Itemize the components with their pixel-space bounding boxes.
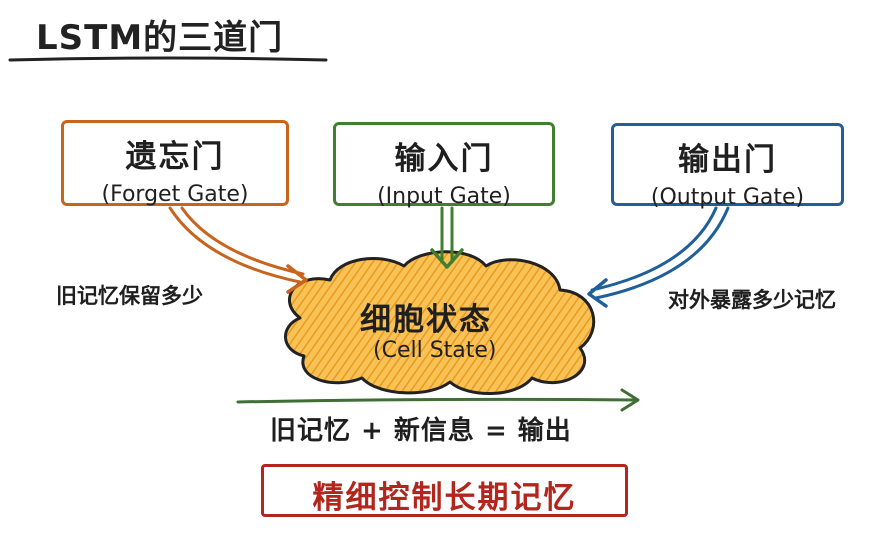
output-effect-label: 对外暴露多少记忆	[668, 288, 836, 312]
forget-gate-subtitle: (Forget Gate)	[101, 182, 249, 207]
formula-text: 旧记忆 + 新信息 = 输出	[270, 416, 572, 446]
cell-state-cloud	[284, 250, 596, 395]
output-gate-title: 输出门	[678, 142, 777, 178]
input-gate-subtitle: (Input Gate)	[377, 184, 511, 209]
forget-effect-label: 旧记忆保留多少	[56, 284, 203, 308]
forget-arrow	[168, 206, 308, 294]
output-gate-box: 输出门 (Output Gate)	[611, 123, 844, 210]
title-underline	[8, 56, 328, 62]
output-arrow	[587, 206, 730, 308]
cell-state-subtitle: (Cell State)	[373, 338, 497, 363]
input-arrow	[430, 206, 464, 269]
diagram-title: LSTM的三道门	[36, 18, 284, 58]
output-gate-subtitle: (Output Gate)	[650, 185, 805, 210]
input-gate-box: 输入门 (Input Gate)	[333, 122, 555, 209]
formula-arrow	[236, 388, 640, 412]
forget-gate-box: 遗忘门 (Forget Gate)	[61, 120, 289, 207]
summary-box: 精细控制长期记忆	[261, 464, 628, 517]
summary-text: 精细控制长期记忆	[312, 480, 577, 516]
forget-gate-title: 遗忘门	[125, 139, 225, 175]
cell-state-title: 细胞状态	[360, 302, 492, 338]
input-gate-title: 输入门	[394, 141, 494, 177]
